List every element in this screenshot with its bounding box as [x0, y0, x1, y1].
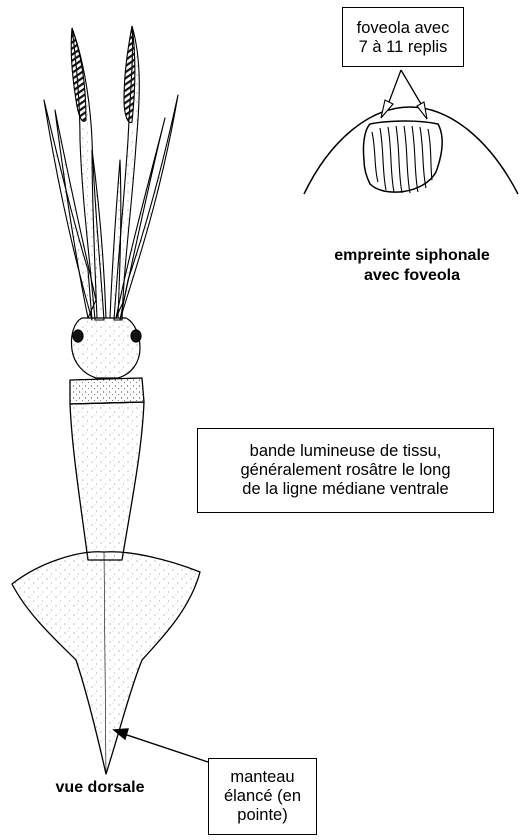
- foveola-label-box: foveola avec 7 à 11 replis: [342, 7, 464, 67]
- siphonal-caption: empreinte siphonale avec foveola: [300, 246, 524, 286]
- siphonal-imprint: [304, 107, 518, 194]
- foveola-arrows: [389, 70, 421, 104]
- mantle-label-box: manteau élancé (en pointe): [208, 758, 317, 835]
- mantle: [12, 378, 200, 774]
- head: [71, 318, 141, 378]
- luminous-band-label-box: bande lumineuse de tissu, généralement r…: [197, 428, 494, 513]
- mantle-arrow: [114, 729, 208, 762]
- arms: [44, 95, 178, 320]
- view-caption: vue dorsale: [40, 778, 160, 798]
